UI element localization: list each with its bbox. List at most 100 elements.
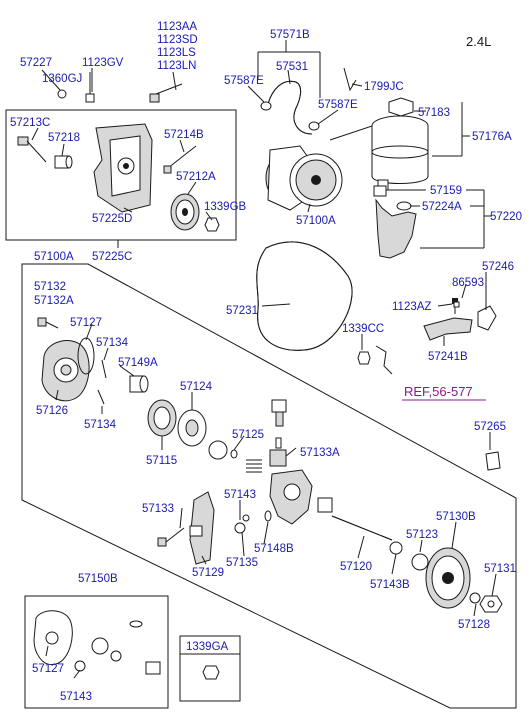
callout-57133: 57133: [142, 503, 174, 515]
callout-57218: 57218: [48, 132, 80, 144]
seal-kit-frame: [24, 595, 169, 709]
callout-57159: 57159: [430, 185, 462, 197]
callout-57587e-right: 57587E: [318, 99, 358, 111]
pulley-57212a-icon: [170, 193, 200, 231]
bolt-1123aa-icon: [149, 83, 183, 103]
callout-57132: 57132: [34, 281, 66, 293]
nut-57131-icon: [479, 595, 503, 613]
bolt-1123gv-icon: [85, 72, 95, 103]
callout-1123sd: 1123SD: [157, 34, 198, 46]
fitting-57125-icon: [271, 399, 287, 427]
callout-57134-bottom: 57134: [84, 419, 117, 431]
bushing-57218-icon: [54, 155, 73, 169]
bushing-icon: [317, 497, 333, 513]
callout-86593: 86593: [452, 277, 484, 289]
callout-57225d: 57225D: [92, 213, 132, 225]
callout-57115: 57115: [146, 455, 177, 467]
callout-57148b: 57148B: [254, 543, 294, 555]
callout-57100a-box: 57100A: [34, 251, 74, 263]
bracket-57129-icon: [189, 491, 215, 565]
pin-57134-icon: [97, 359, 107, 405]
callout-1339ga: 1339GA: [186, 641, 229, 653]
gasket-57127-icon: [77, 337, 95, 375]
bolt-57133-icon: [157, 527, 185, 547]
callout-57213c: 57213C: [10, 117, 50, 129]
callout-1339gb: 1339GB: [204, 201, 247, 213]
callout-57135: 57135: [226, 557, 258, 569]
clamp-57587e-icon: [260, 101, 320, 131]
hose-bracket-icon: [375, 345, 393, 375]
callout-57225c: 57225C: [92, 251, 132, 263]
clamp-57159-icon: [373, 185, 387, 197]
clip-57265-icon: [485, 451, 501, 471]
pulley-57130b-icon: [425, 547, 471, 609]
callout-57127-kit: 57127: [32, 663, 64, 675]
nut-1339ga-icon: [202, 665, 220, 680]
callout-57127-top: 57127: [70, 317, 102, 329]
callout-57143-mid: 57143: [224, 489, 256, 501]
clip-57246-icon: [477, 305, 497, 331]
seal-kit-gasket-icon: [33, 610, 73, 666]
callout-57132a: 57132A: [34, 295, 74, 307]
callout-57143b: 57143B: [370, 579, 410, 591]
callout-57100a-top: 57100A: [296, 215, 336, 227]
seal-kit-rings-icon: [74, 620, 161, 675]
callout-57183: 57183: [418, 107, 450, 119]
bolt-1339ga-frame: [179, 635, 241, 702]
callout-57176a: 57176A: [472, 131, 512, 143]
o-ring-icon: [208, 440, 238, 460]
washer-icon: [469, 592, 481, 604]
callout-57220: 57220: [490, 211, 522, 223]
reservoir-57176a-icon: [371, 115, 429, 191]
valve-57133a-icon: [269, 437, 287, 467]
power-steering-pump-57100a-icon: [265, 123, 379, 211]
callout-57120: 57120: [340, 561, 372, 573]
callout-57241b: 57241B: [428, 351, 468, 363]
callout-57150b: 57150B: [78, 573, 118, 585]
callout-57531: 57531: [276, 61, 308, 73]
bolt-57214b-icon: [163, 145, 197, 174]
callout-57125: 57125: [232, 429, 264, 441]
callout-57129: 57129: [192, 567, 224, 579]
pump-body-icon: [269, 469, 313, 525]
nut-1339cc-icon: [357, 351, 371, 365]
callout-1799jc: 1799JC: [364, 81, 404, 93]
grommet-57224a-icon: [396, 201, 412, 211]
callout-1123aa: 1123AA: [157, 21, 197, 33]
callout-57134-top: 57134: [96, 337, 129, 349]
callout-57587e-left: 57587E: [224, 75, 264, 87]
bolt-1123az-icon: [453, 301, 460, 308]
bracket-57220-icon: [375, 198, 417, 259]
callout-57124: 57124: [180, 381, 213, 393]
nut-1360gj-icon: [57, 89, 67, 99]
callout-57212a: 57212A: [176, 171, 216, 183]
callout-57131: 57131: [484, 563, 516, 575]
ring-57123-icon: [411, 553, 429, 571]
callout-57149a: 57149A: [118, 357, 158, 369]
bolt-57213c-icon: [17, 136, 47, 163]
callout-57214b: 57214B: [164, 129, 204, 141]
return-hose-57531-icon: [267, 80, 313, 135]
callout-57123: 57123: [406, 529, 438, 541]
callout-1123az: 1123AZ: [392, 301, 431, 313]
callout-57224a: 57224A: [422, 201, 462, 213]
ring-57149a-icon: [129, 375, 149, 393]
cover-57126-icon: [41, 340, 90, 402]
leader-lines: [31, 40, 497, 679]
snap-ring-57135-icon: [234, 514, 250, 534]
bolt-57132-icon: [37, 317, 59, 329]
callout-1123ln: 1123LN: [157, 60, 196, 72]
callout-1123gv: 1123GV: [82, 57, 124, 69]
reference-link[interactable]: REF,56-577: [404, 384, 473, 399]
spring-icon: [246, 459, 262, 473]
ring-57143b-icon: [389, 541, 403, 555]
callout-1360gj: 1360GJ: [42, 73, 82, 85]
callout-57130b: 57130B: [436, 511, 476, 523]
seal-57148b-icon: [264, 510, 272, 522]
callout-57227: 57227: [20, 57, 52, 69]
engine-variant-label: 2.4L: [466, 34, 491, 49]
bracket-57225d-icon: [93, 123, 153, 213]
callout-57143-kit: 57143: [60, 691, 92, 703]
